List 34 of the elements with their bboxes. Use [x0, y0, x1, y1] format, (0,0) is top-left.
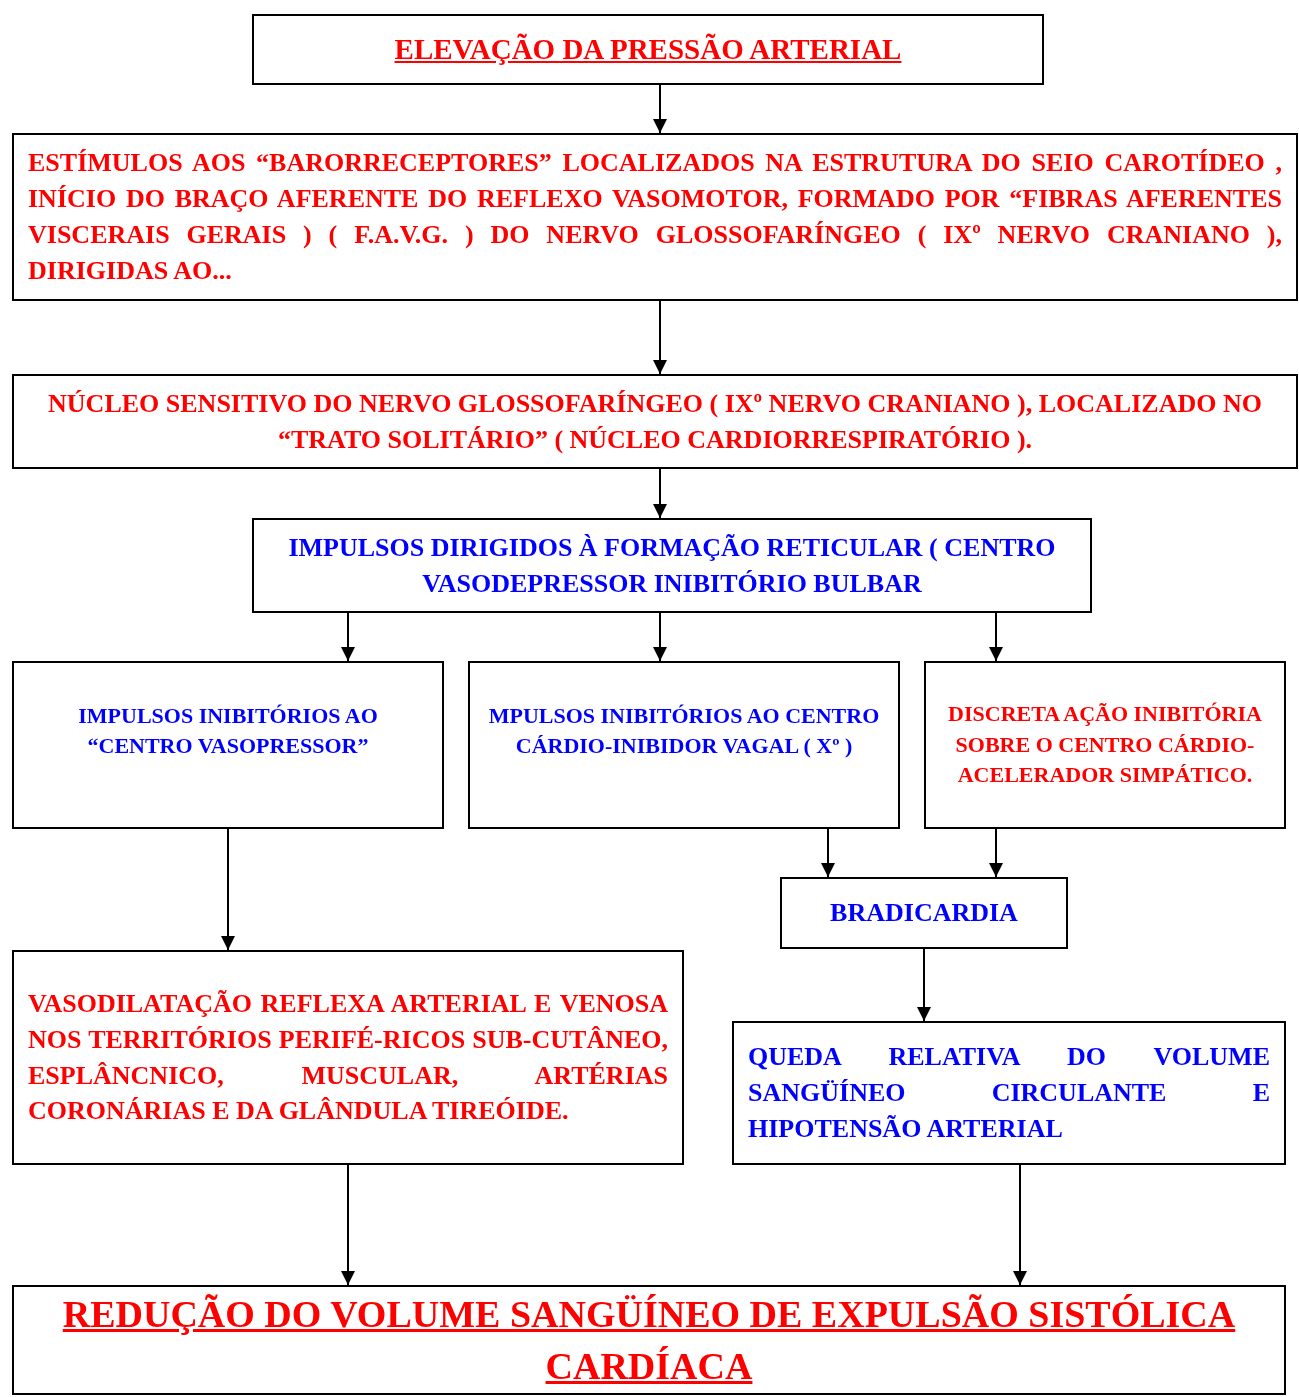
arrow — [341, 1164, 355, 1286]
flow-box — [924, 661, 1286, 829]
arrow — [653, 468, 667, 519]
arrow — [821, 828, 835, 878]
flow-box — [252, 518, 1092, 613]
flow-box — [12, 1285, 1286, 1395]
flow-box — [732, 1021, 1286, 1165]
box-text: ESTÍMULOS AOS “BARORRECEPTORES” LOCALIZADOS NA ESTRUTURA DO SEIO CAROTÍDEO , INÍCIO DO BRAÇO AFERENTE DO REFLEXO VASOMOTOR, FORMADO POR “FIBRAS AFERENTES VISCERAIS GERAIS ) ( F.A.V.G. ) DO NERVO GLOSSOFARÍNGEO ( IXº NERVO CRANIANO ), DIRIGIDAS AO... — [28, 147, 1282, 287]
box-text: ELEVAÇÃO DA PRESSÃO ARTERIAL — [394, 32, 902, 68]
arrow — [653, 300, 667, 375]
flow-box — [12, 950, 684, 1165]
box-text: IMPULSOS DIRIGIDOS À FORMAÇÃO RETICULAR ( CENTRO VASODEPRESSOR INIBITÓRIO BULBAR — [287, 531, 1057, 600]
box-text: MPULSOS INIBITÓRIOS AO CENTRO CÁRDIO-INIBIDOR VAGAL ( Xº ) — [487, 702, 881, 761]
arrow — [341, 612, 355, 662]
arrow — [1013, 1164, 1027, 1286]
box-text: NÚCLEO SENSITIVO DO NERVO GLOSSOFARÍNGEO ( IXº NERVO CRANIANO ), LOCALIZADO NO “TRATO SOLITÁRIO” ( NÚCLEO CARDIORRESPIRATÓRIO ). — [47, 387, 1263, 456]
flow-box — [468, 661, 900, 829]
arrow — [653, 612, 667, 662]
flow-box — [12, 133, 1298, 301]
box-text: IMPULSOS INIBITÓRIOS AO “CENTRO VASOPRESSOR” — [77, 702, 379, 761]
box-text: REDUÇÃO DO VOLUME SANGÜÍNEO DE EXPULSÃO SISTÓLICA CARDÍACA — [61, 1291, 1237, 1389]
box-text: DISCRETA AÇÃO INIBITÓRIA SOBRE O CENTRO CÁRDIO-ACELERADOR SIMPÁTICO. — [947, 700, 1263, 790]
arrow — [989, 612, 1003, 662]
arrow — [653, 84, 667, 134]
flow-box — [252, 14, 1044, 85]
box-text: VASODILATAÇÃO REFLEXA ARTERIAL E VENOSA NOS TERRITÓRIOS PERIFÉ-RICOS SUB-CUTÂNEO, ESPLÂNCNICO, MUSCULAR, ARTÉRIAS CORONÁRIAS E DA GLÂNDULA TIREÓIDE. — [28, 987, 668, 1128]
arrow — [989, 828, 1003, 878]
flow-box — [12, 374, 1298, 469]
box-text: QUEDA RELATIVA DO VOLUME SANGÜÍNEO CIRCULANTE E HIPOTENSÃO ARTERIAL — [748, 1041, 1270, 1145]
flow-box — [12, 661, 444, 829]
arrow — [221, 828, 235, 951]
arrow — [917, 948, 931, 1022]
box-text: BRADICARDIA — [830, 897, 1018, 930]
flow-box — [780, 877, 1068, 949]
